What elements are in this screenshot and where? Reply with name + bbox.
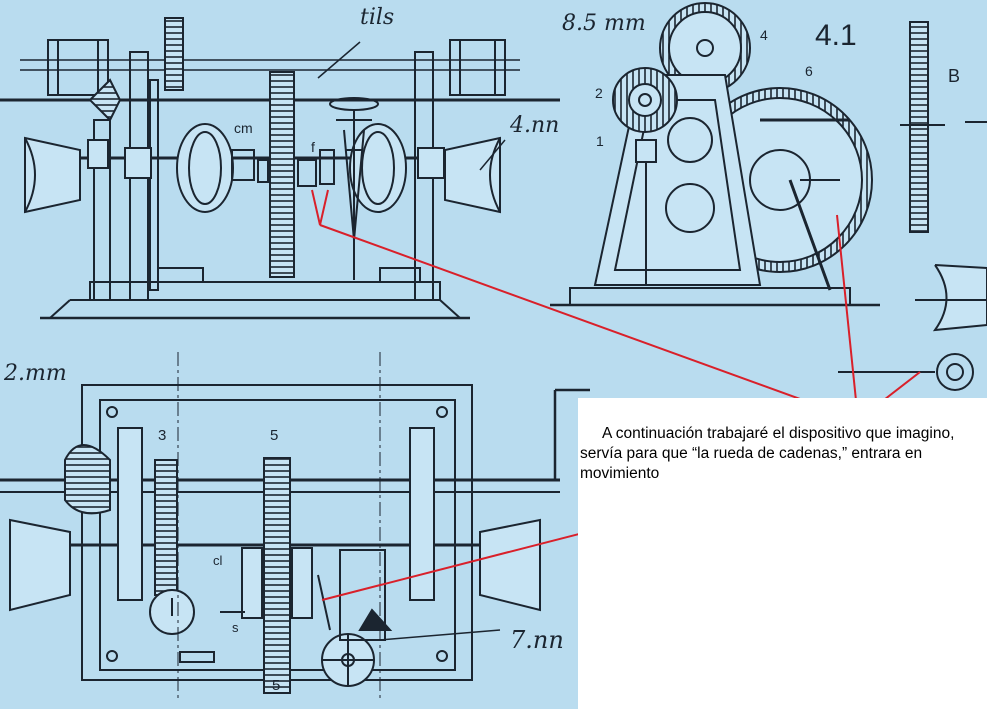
callout-line-side bbox=[836, 214, 859, 421]
label-s: s bbox=[232, 620, 239, 635]
label-cm: cm bbox=[234, 120, 253, 136]
label-part-6: 6 bbox=[805, 63, 813, 79]
plan-view-labels: 3 5 5 cl s 2.mm 7.nn bbox=[3, 361, 564, 694]
label-part-5-bottom: 5 bbox=[272, 677, 280, 694]
label-part-1: 1 bbox=[596, 133, 604, 149]
front-elevation-labels: tils cm f 4.nn bbox=[234, 5, 559, 155]
front-elevation-view bbox=[0, 17, 560, 320]
annotation-text: A continuación trabajaré el dispositivo … bbox=[580, 425, 955, 482]
plan-view bbox=[0, 352, 590, 700]
label-part-2: 2 bbox=[595, 85, 603, 101]
label-f: f bbox=[311, 139, 315, 155]
annotation-panel bbox=[578, 398, 987, 709]
label-tils: tils bbox=[360, 5, 394, 30]
label-2-mm: 2.mm bbox=[3, 361, 67, 386]
label-part-5: 5 bbox=[270, 427, 278, 444]
callout-line-front-tick bbox=[311, 189, 329, 226]
label-part-3: 3 bbox=[158, 427, 166, 444]
side-elevation-labels: 4.1 8.5 mm 1 2 4 6 bbox=[562, 11, 857, 149]
label-8-5-mm: 8.5 mm bbox=[562, 11, 646, 36]
label-4-nn: 4.nn bbox=[509, 113, 559, 138]
callout-line-front bbox=[319, 224, 859, 421]
label-7-nn: 7.nn bbox=[510, 626, 564, 654]
side-elevation-view bbox=[550, 2, 880, 307]
figure-number: 4.1 bbox=[815, 19, 857, 52]
label-part-4: 4 bbox=[760, 27, 768, 43]
label-b: B bbox=[948, 66, 960, 86]
label-cl: cl bbox=[213, 553, 223, 568]
